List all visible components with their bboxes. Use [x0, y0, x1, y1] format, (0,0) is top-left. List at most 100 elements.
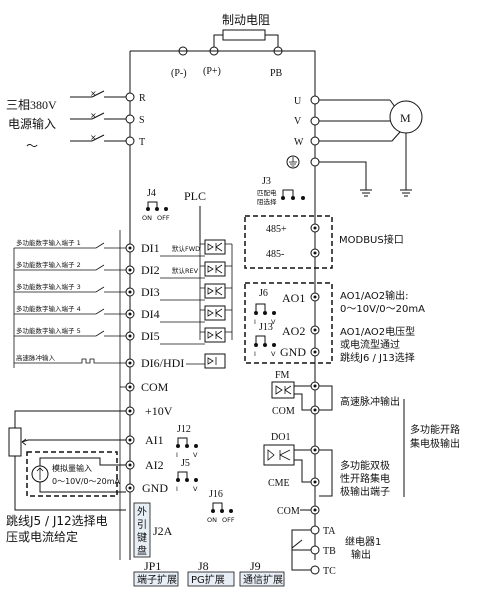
ai1-label: AI1 — [145, 433, 164, 447]
j6-jumper — [254, 303, 276, 315]
di-optocoupler — [204, 239, 226, 255]
ao-desc2-l1: AO1/AO2电压型 — [340, 325, 415, 338]
di-optocoupler — [204, 305, 226, 321]
j3-desc2: 阻选择 — [257, 197, 277, 206]
input-r: × R — [70, 89, 146, 104]
input-t-label: T — [139, 137, 145, 148]
ao1-label: AO1 — [282, 291, 305, 305]
ao-desc2-l3: 跳线J6 / J13选择 — [340, 351, 415, 364]
ai2-label: AI2 — [145, 458, 164, 472]
output-v-label: V — [294, 116, 302, 127]
terminal-v — [310, 116, 320, 126]
di-desc: 多功能数字输入端子 1 — [16, 238, 81, 247]
plc-label: PLC — [184, 189, 206, 203]
analog-src-l1: 模拟量输入 — [52, 463, 92, 473]
j2a-kb3: 键 — [137, 531, 147, 544]
power-input-tilde: ～ — [26, 139, 38, 153]
di-desc: 多功能数字输入端子 5 — [16, 326, 81, 335]
j3-desc1: 匹配电 — [257, 188, 277, 197]
j2a-kb2: 引 — [137, 519, 147, 531]
j3-label: J3 — [262, 176, 271, 187]
j5-i: I — [176, 485, 178, 493]
fm-com-label: COM — [272, 406, 295, 417]
di-default: 默认FWD — [172, 244, 200, 253]
di-name: DI5 — [141, 329, 160, 343]
svg-text:×: × — [90, 111, 97, 120]
modbus-plus-label: 485+ — [266, 224, 287, 235]
di-optocoupler — [204, 283, 226, 299]
j13-v: V — [271, 350, 276, 358]
j5-label: J5 — [181, 458, 190, 469]
do1-desc-l2: 性开路集电 — [340, 472, 390, 485]
fm-desc: 高速脉冲输出 — [340, 395, 400, 408]
analog-source-box — [26, 451, 118, 497]
modbus-box — [244, 215, 333, 269]
di-desc: 多功能数字输入端子 3 — [16, 282, 81, 291]
bus-pplus-label: (P+) — [203, 66, 221, 77]
j4-off: OFF — [157, 214, 170, 222]
j12-jumper — [176, 437, 198, 448]
do1-label: DO1 — [271, 432, 290, 443]
bus-pminus-label: (P-) — [171, 68, 187, 79]
pe-ground-icon — [286, 155, 300, 169]
relay-desc-l1: 继电器1 — [345, 535, 381, 548]
analog-note-l2: 压或电流给定 — [6, 529, 78, 544]
relay-tb-label: TB — [323, 546, 336, 557]
expansion-jp: J8 — [198, 559, 209, 573]
j4-label: J4 — [147, 188, 156, 199]
relay-ta-label: TA — [323, 526, 336, 537]
input-t: × T — [70, 133, 145, 148]
terminal-pe — [310, 157, 320, 167]
power-input-line1: 三相380V — [6, 98, 57, 112]
di-default: 默认REV — [172, 266, 199, 275]
relay-contact — [291, 529, 311, 571]
modbus-label: MODBUS接口 — [339, 233, 404, 246]
expansion-jp: J9 — [250, 559, 261, 573]
fm-optocoupler — [271, 381, 295, 399]
ao-desc1-l1: AO1/AO2输出: — [340, 289, 409, 302]
modbus-minus-label: 485- — [266, 249, 284, 260]
expansion-label: 端子扩展 — [137, 573, 177, 586]
j2a-keypad-box — [133, 502, 151, 558]
j16-on: ON — [207, 516, 217, 524]
j6-v: V — [271, 318, 276, 326]
relay-desc-l2: 输出 — [351, 548, 371, 561]
j13-label: J13 — [259, 322, 273, 333]
pulse-input-desc: 高速脉冲输入 — [16, 353, 56, 362]
expansion-jp: JP1 — [144, 559, 161, 573]
j6-i: I — [254, 318, 256, 326]
com-label: COM — [141, 380, 169, 394]
ao-desc1-l2: 0～10V/0～20mA — [340, 304, 425, 315]
input-s: × S — [70, 111, 145, 126]
oc-out-desc-l2: 集电极输出 — [410, 437, 460, 450]
output-w-label: W — [294, 137, 304, 148]
expansion-label-box — [187, 571, 235, 587]
j13-i: I — [254, 350, 256, 358]
j4-on: ON — [142, 214, 152, 222]
svg-text:×: × — [90, 133, 97, 142]
j2a-label: J2A — [153, 524, 173, 538]
j12-label: J12 — [177, 424, 191, 435]
bottom-com-label: COM — [277, 506, 300, 517]
j3-jumper — [281, 189, 305, 200]
j13-jumper — [254, 335, 276, 347]
do1-desc-l1: 多功能双极 — [340, 459, 390, 472]
di-optocoupler — [204, 327, 226, 343]
input-s-label: S — [139, 115, 145, 126]
j5-jumper — [176, 471, 198, 482]
ao2-label: AO2 — [282, 324, 305, 338]
ground-symbol-1 — [360, 189, 372, 197]
terminal-tc — [310, 565, 320, 575]
di-optocoupler — [204, 261, 226, 277]
j12-i: I — [176, 451, 178, 459]
braking-resistor — [222, 29, 266, 41]
relay-tc-label: TC — [323, 566, 336, 577]
terminal-ta — [310, 525, 320, 535]
analog-gnd-label: GND — [142, 481, 168, 495]
j16-off: OFF — [222, 516, 235, 524]
output-u-label: U — [294, 96, 302, 107]
